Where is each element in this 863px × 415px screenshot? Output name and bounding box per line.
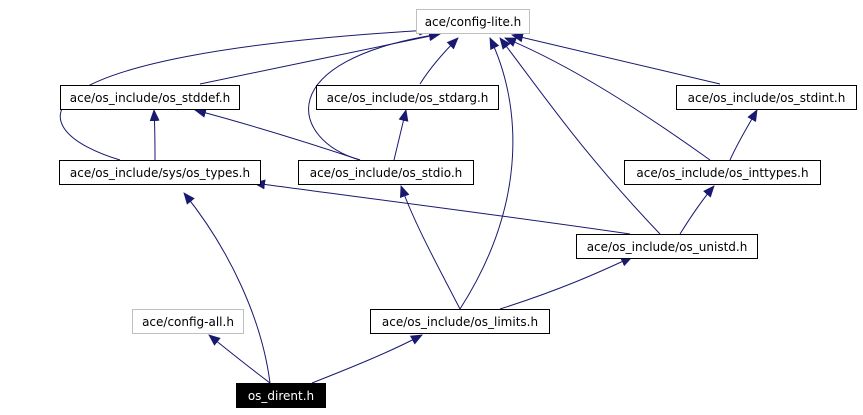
edge-inttypes-to-config-lite xyxy=(504,37,711,161)
edge-os-dirent-to-limits xyxy=(311,334,423,384)
edge-os-dirent-to-config-all xyxy=(208,334,271,384)
node-os-stdio[interactable]: ace/os_include/os_stdio.h xyxy=(298,160,474,185)
node-sys-os-types[interactable]: ace/os_include/sys/os_types.h xyxy=(59,160,261,185)
edge-limits-to-stdio xyxy=(400,185,461,310)
node-os-unistd[interactable]: ace/os_include/os_unistd.h xyxy=(576,234,758,259)
node-os-inttypes[interactable]: ace/os_include/os_inttypes.h xyxy=(624,160,821,185)
edge-stddef-to-config-lite xyxy=(199,31,441,85)
edge-stdio-to-stdarg xyxy=(393,109,409,161)
edge-stdio-to-stddef xyxy=(194,108,361,161)
node-os-stdarg[interactable]: ace/os_include/os_stdarg.h xyxy=(316,85,499,110)
edge-os-dirent-to-sys-types xyxy=(183,192,271,384)
edge-unistd-to-config-lite xyxy=(499,37,661,235)
edge-unistd-to-inttypes xyxy=(679,185,715,235)
edge-sys-types-to-stddef xyxy=(149,109,160,161)
edge-stdarg-to-config-lite xyxy=(419,37,459,85)
node-os-stdint[interactable]: ace/os_include/os_stdint.h xyxy=(676,85,857,110)
node-config-all[interactable]: ace/config-all.h xyxy=(132,309,244,334)
node-os-limits[interactable]: ace/os_include/os_limits.h xyxy=(370,309,550,334)
edge-limits-to-unistd xyxy=(499,256,633,310)
node-os-stddef[interactable]: ace/os_include/os_stddef.h xyxy=(60,85,240,110)
edge-stdio-to-config-lite xyxy=(308,30,441,161)
edge-unistd-to-sys-types xyxy=(253,179,631,235)
edge-inttypes-to-stdint xyxy=(729,109,758,161)
edge-limits-to-config-lite xyxy=(459,37,514,310)
node-os-dirent[interactable]: os_dirent.h xyxy=(236,383,326,408)
edge-stdint-to-config-lite xyxy=(511,32,721,85)
node-config-lite[interactable]: ace/config-lite.h xyxy=(416,9,530,34)
